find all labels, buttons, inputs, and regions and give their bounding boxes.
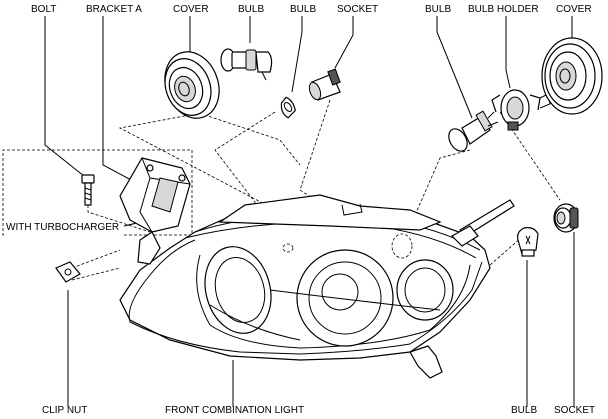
- label-cover-left: COVER: [173, 4, 209, 15]
- label-with-turbocharger: WITH TURBOCHARGER: [6, 222, 119, 233]
- bracket-a: [119, 157, 191, 233]
- cover-left: [164, 51, 220, 119]
- socket-top: [308, 68, 341, 101]
- label-cover-right: COVER: [556, 4, 592, 15]
- label-front-combination-light: FRONT COMBINATION LIGHT: [165, 405, 304, 416]
- bolt: [81, 174, 95, 206]
- label-clip-nut: CLIP NUT: [42, 405, 87, 416]
- socket-bottom: [553, 203, 579, 233]
- clip-nut: [55, 261, 81, 283]
- label-bolt: BOLT: [31, 4, 56, 15]
- label-bulb-holder: BULB HOLDER: [468, 4, 539, 15]
- bulb-3: [448, 110, 499, 152]
- bulb-2: [280, 96, 296, 119]
- front-combination-light: [119, 194, 515, 379]
- label-socket-top: SOCKET: [337, 4, 378, 15]
- label-bulb-bottom: BULB: [511, 405, 537, 416]
- label-bracket-a: BRACKET A: [86, 4, 142, 15]
- label-bulb-2: BULB: [290, 4, 316, 15]
- bulb-holder: [491, 89, 551, 131]
- label-socket-bottom: SOCKET: [554, 405, 595, 416]
- bulb-1: [220, 48, 273, 81]
- label-bulb-1: BULB: [238, 4, 264, 15]
- label-bulb-3: BULB: [425, 4, 451, 15]
- bulb-bottom: [517, 227, 539, 257]
- cover-right: [541, 37, 603, 115]
- turbocharger-box: [2, 149, 193, 236]
- leader-lines: [44, 16, 575, 407]
